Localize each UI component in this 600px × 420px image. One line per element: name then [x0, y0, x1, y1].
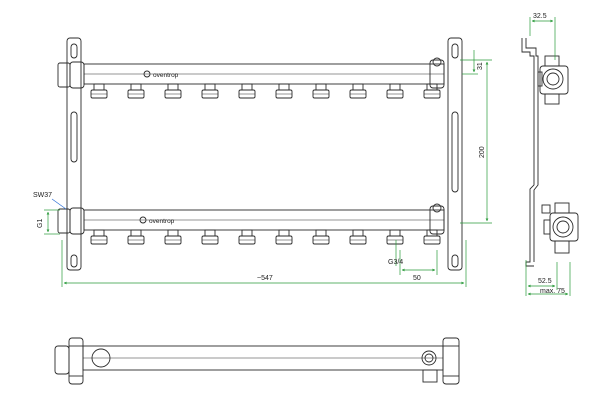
outlet-fitting: [164, 83, 182, 99]
left-bracket: [66, 37, 82, 271]
dim-sw: SW37: [33, 192, 52, 199]
dim-height: 200: [479, 146, 486, 158]
outlet-fitting: [90, 83, 108, 99]
brand-top: oventrop: [153, 72, 179, 79]
outlet-fitting: [238, 83, 256, 99]
dim-overall-length: ~547: [257, 275, 273, 282]
outlet-fitting: [349, 83, 367, 99]
outlet-fitting: [90, 229, 108, 245]
outlet-fitting: [349, 229, 367, 245]
dim-side-width: 32.5: [533, 13, 547, 20]
dim-side-max: max. 75: [540, 288, 565, 295]
outlet-fitting: [201, 229, 219, 245]
brand-bottom: oventrop: [149, 218, 175, 225]
right-bracket: [447, 37, 463, 271]
top-view: [54, 337, 460, 385]
outlet-fitting: [164, 229, 182, 245]
outlet-fitting: [423, 83, 441, 99]
outlet-fitting: [423, 229, 441, 245]
outlet-fitting: [312, 229, 330, 245]
dim-g34: G3/4: [388, 259, 403, 266]
top-outlets: [90, 83, 441, 99]
outlet-fitting: [127, 229, 145, 245]
front-view: [57, 37, 463, 271]
dim-g1: G1: [37, 219, 44, 228]
dim-side-depth: 52.5: [538, 278, 552, 285]
outlet-fitting: [275, 229, 293, 245]
sw-callout: [51, 198, 67, 210]
dimension-lines: [44, 50, 492, 287]
outlet-fitting: [386, 83, 404, 99]
side-view: [521, 38, 579, 267]
outlet-fitting: [238, 229, 256, 245]
dim-top-offset: 31: [477, 62, 484, 70]
outlet-fitting: [386, 229, 404, 245]
outlet-fitting: [275, 83, 293, 99]
bottom-manifold-bar: [57, 203, 445, 235]
outlet-fitting: [127, 83, 145, 99]
bottom-outlets: [90, 229, 441, 245]
dim-spacing: 50: [413, 275, 421, 282]
side-dimension-lines: [525, 17, 571, 296]
outlet-fitting: [201, 83, 219, 99]
top-manifold-bar: [57, 57, 445, 89]
outlet-fitting: [312, 83, 330, 99]
